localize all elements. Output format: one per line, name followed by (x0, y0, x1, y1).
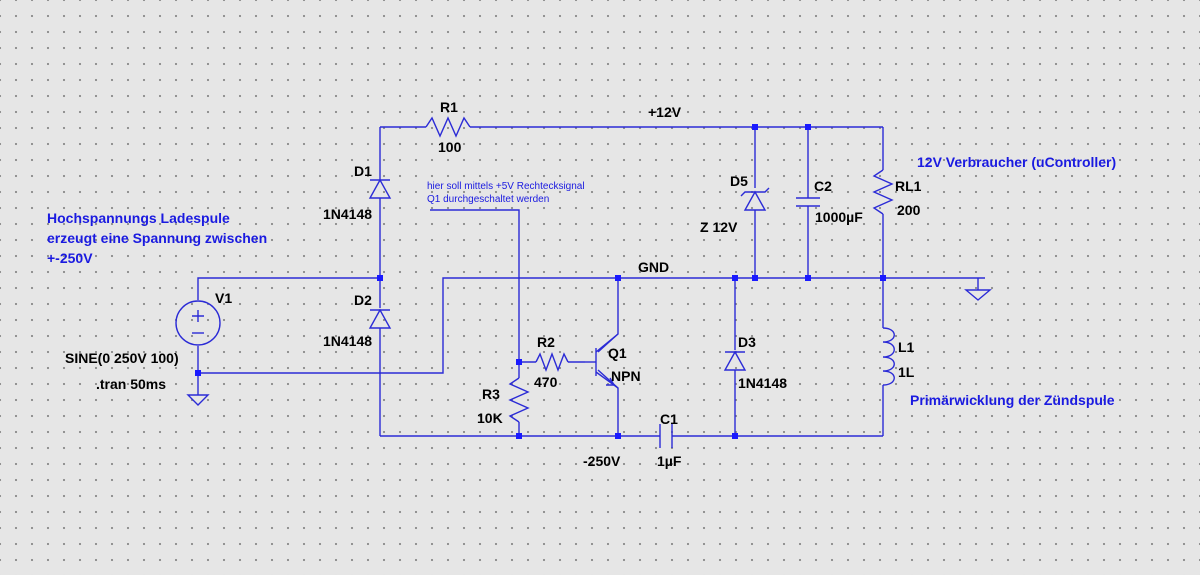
r3-name: R3 (482, 386, 500, 402)
net-label-gnd: GND (638, 259, 669, 275)
resistor-r2[interactable] (535, 352, 569, 372)
resistor-r1[interactable] (425, 116, 471, 138)
d1-value: 1N4148 (323, 206, 372, 222)
d3-value: 1N4148 (738, 375, 787, 391)
r3-value: 10K (477, 410, 503, 426)
spice-directive: .tran 50ms (96, 376, 166, 392)
wire-q1-collector (597, 278, 619, 353)
d3-name: D3 (738, 334, 756, 350)
diode-d3[interactable] (723, 350, 747, 371)
wire-v1-top (197, 277, 380, 300)
ground-symbol-main (964, 289, 992, 301)
d2-name: D2 (354, 292, 372, 308)
l1-value: 1L (898, 364, 915, 380)
capacitor-c1[interactable] (659, 424, 673, 448)
q1-name: Q1 (608, 345, 627, 361)
wires (197, 126, 985, 437)
diode-d2[interactable] (368, 308, 392, 329)
note-coil: Primärwicklung der Zündspule (910, 392, 1115, 408)
note-source-line2: erzeugt eine Spannung zwischen (47, 230, 267, 246)
ground-symbol-v1 (186, 394, 210, 406)
d1-name: D1 (354, 163, 372, 179)
r2-name: R2 (537, 334, 555, 350)
note-source-line3: +-250V (47, 250, 93, 266)
c1-name: C1 (660, 411, 678, 427)
r1-value: 100 (438, 139, 462, 155)
r1-name: R1 (440, 99, 458, 115)
rl1-name: RL1 (895, 178, 922, 194)
transistor-q1[interactable] (585, 333, 619, 389)
note-source-line1: Hochspannungs Ladespule (47, 210, 230, 226)
l1-name: L1 (898, 339, 915, 355)
d5-value: Z 12V (700, 219, 738, 235)
c2-value: 1000µF (815, 209, 863, 225)
junction-dots (195, 124, 886, 439)
c2-name: C2 (814, 178, 832, 194)
voltage-source-v1[interactable] (175, 300, 221, 346)
inductor-l1[interactable] (882, 327, 895, 386)
rl1-value: 200 (897, 202, 921, 218)
wire-signal-pointer (430, 209, 520, 362)
resistor-r3[interactable] (508, 377, 530, 423)
c1-value: 1µF (657, 453, 682, 469)
v1-value: SINE(0 250V 100) (65, 350, 179, 366)
capacitor-c2[interactable] (796, 197, 820, 207)
d5-name: D5 (730, 173, 748, 189)
r2-value: 470 (534, 374, 558, 390)
note-signal-line1: hier soll mittels +5V Rechtecksignal (427, 181, 585, 192)
net-label-minus250v: -250V (583, 453, 621, 469)
resistor-rl1[interactable] (872, 169, 894, 215)
note-load: 12V Verbraucher (uController) (917, 154, 1116, 170)
v1-name: V1 (215, 290, 232, 306)
note-signal-line2: Q1 durchgeschaltet werden (427, 194, 549, 205)
zener-diode-d5[interactable] (740, 187, 770, 211)
wire-v1-to-gnd (198, 277, 985, 374)
q1-value: NPN (611, 368, 641, 384)
diode-d1[interactable] (368, 178, 392, 199)
net-label-plus12v: +12V (648, 104, 682, 120)
d2-value: 1N4148 (323, 333, 372, 349)
